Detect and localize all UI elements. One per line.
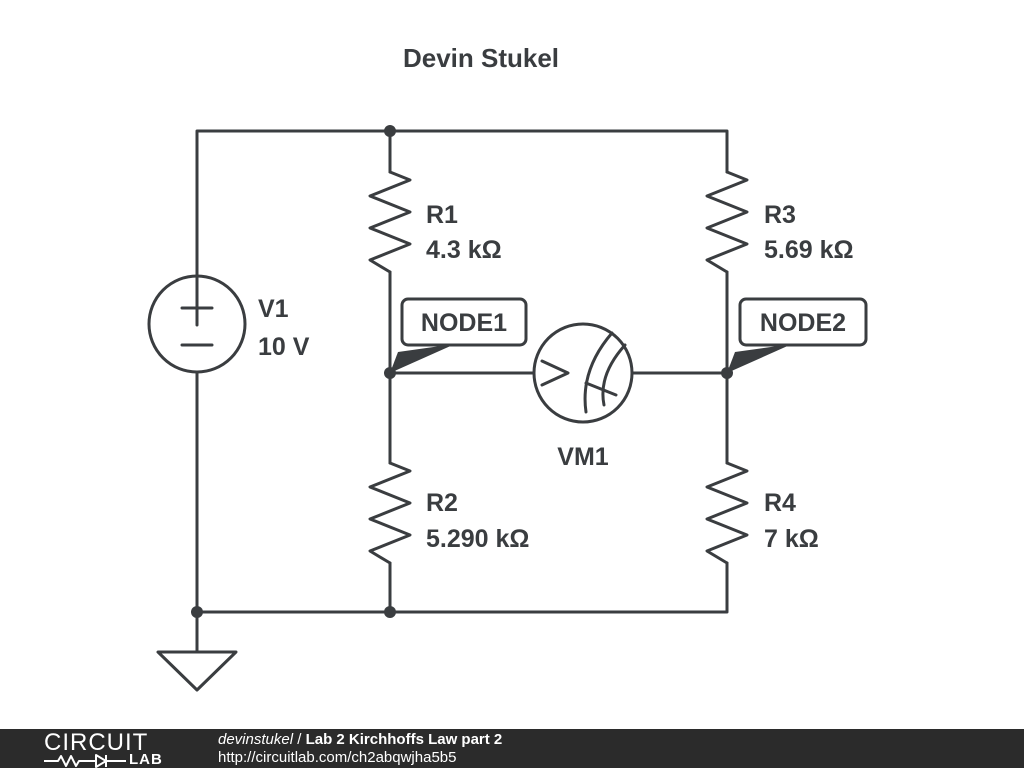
resistor-r4-symbol: [705, 461, 749, 565]
r2-value: 5.290 kΩ: [426, 525, 529, 553]
v1-name: V1: [258, 295, 289, 323]
circuit-schematic: Devin Stukel NODE1: [147, 43, 868, 692]
voltmeter-vm1: [532, 322, 634, 424]
vm1-name: VM1: [557, 443, 609, 471]
r4-value: 7 kΩ: [764, 525, 819, 553]
project-title-link[interactable]: Lab 2 Kirchhoffs Law part 2: [305, 731, 503, 748]
r3-name: R3: [764, 201, 796, 229]
node1-tag: NODE1: [390, 297, 528, 373]
voltmeter-circle: [532, 322, 634, 424]
resistor-r2-symbol: [368, 461, 412, 565]
logo-wordmark-bottom: LAB: [129, 751, 163, 768]
node1-pointer: [390, 344, 455, 373]
author-link[interactable]: devinstukel: [218, 731, 294, 748]
node1-label: NODE1: [421, 309, 507, 337]
r1-value: 4.3 kΩ: [426, 236, 502, 264]
voltage-source-v1: [147, 274, 247, 374]
breadcrumb-separator: /: [293, 731, 306, 748]
footer-url[interactable]: http://circuitlab.com/ch2abqwjha5b5: [218, 749, 457, 766]
junction-dot-bottom-mid: [384, 606, 396, 618]
circuitlab-logo[interactable]: CIRCUIT LAB: [44, 729, 174, 768]
top-wire: [195, 129, 729, 327]
junction-dot-bottom-left: [191, 606, 203, 618]
node2-label: NODE2: [760, 309, 846, 337]
voltmeter-scale-arc-outer: [583, 331, 614, 414]
r4-name: R4: [764, 489, 796, 517]
logo-circuit-icon: [44, 754, 126, 768]
r3-value: 5.69 kΩ: [764, 236, 854, 264]
logo-wordmark-top: CIRCUIT: [44, 729, 149, 756]
junction-dot-top: [384, 125, 396, 137]
footer-project-line: devinstukel / Lab 2 Kirchhoffs Law part …: [218, 731, 502, 749]
voltage-source-circle: [147, 274, 247, 374]
node2-pointer: [727, 344, 792, 373]
voltmeter-arrow-icon: [540, 359, 570, 387]
node1-label-box: [400, 297, 528, 347]
resistor-r1-symbol: [368, 170, 412, 274]
wires: [195, 129, 729, 654]
footer-bar: CIRCUIT LAB devinstukel / Lab 2 Kirchhof…: [0, 729, 1024, 768]
r2-name: R2: [426, 489, 458, 517]
bottom-wire: [195, 371, 729, 614]
voltmeter-needle: [584, 381, 618, 397]
schematic-title: Devin Stukel: [403, 43, 559, 73]
resistor-r3-symbol: [705, 170, 749, 274]
node2-tag: NODE2: [727, 297, 868, 373]
r1-name: R1: [426, 201, 458, 229]
voltmeter-scale-arc-inner: [601, 343, 627, 407]
v1-value: 10 V: [258, 333, 310, 361]
ground-icon: [156, 650, 238, 692]
node2-label-box: [738, 297, 868, 347]
plus-icon: [180, 292, 214, 324]
